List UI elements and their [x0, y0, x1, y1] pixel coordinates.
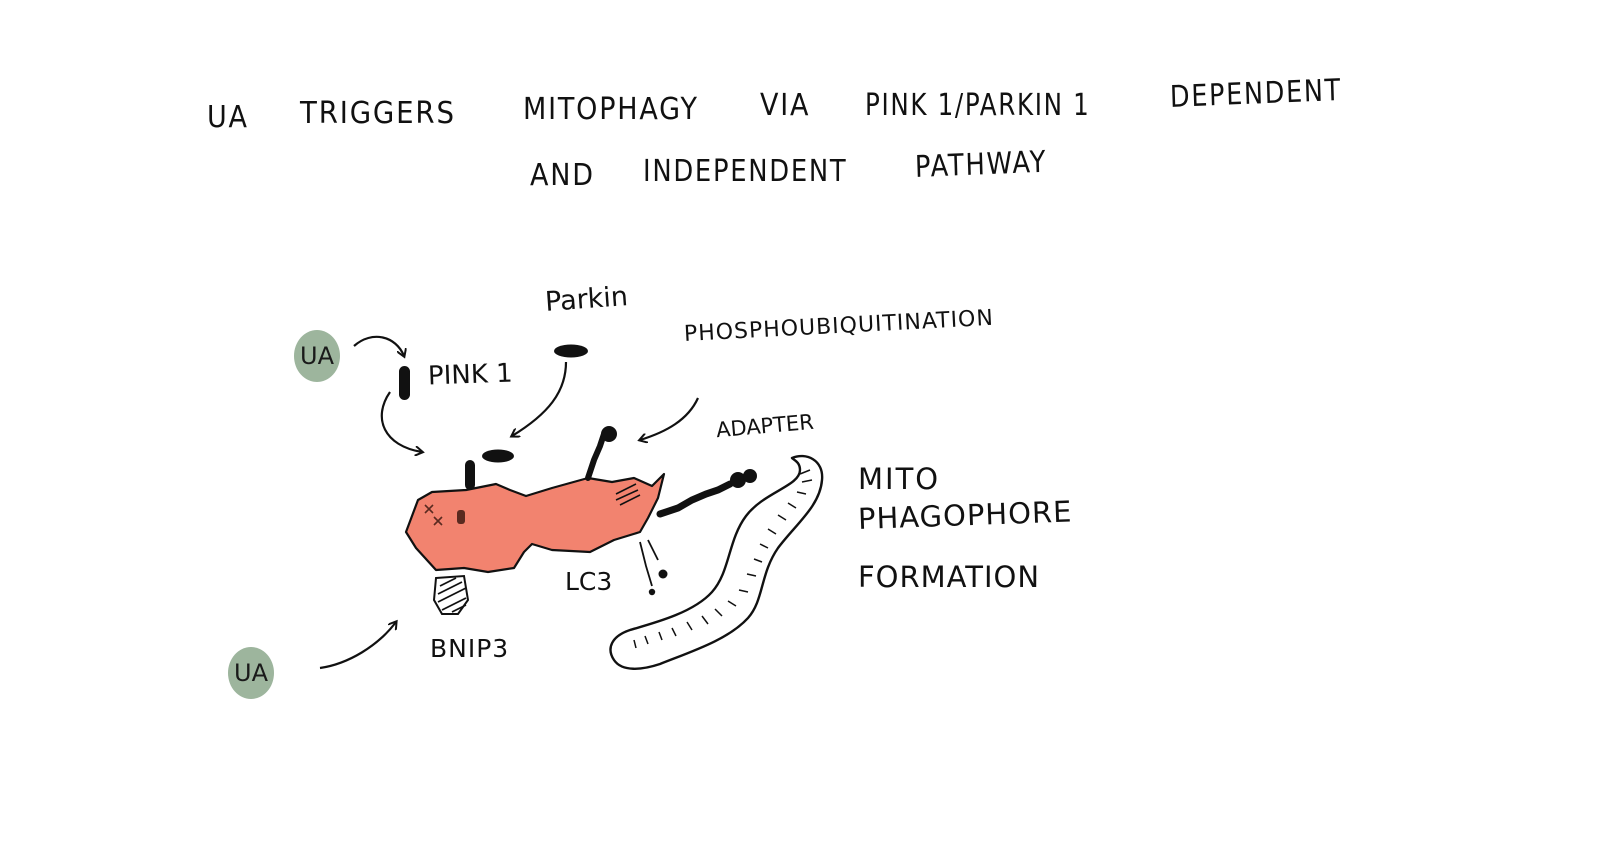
lc3-label: LC3 — [565, 567, 613, 596]
arrow-ua-to-pink1 — [353, 335, 404, 356]
adapter-node — [730, 472, 746, 488]
arrow-ua-to-bnip3 — [319, 622, 396, 670]
adapter-chain — [656, 480, 734, 518]
pink1-bound — [465, 460, 475, 490]
damaged-mitochondrion-icon — [404, 472, 666, 574]
membrane-hatch — [615, 483, 641, 506]
arrow-phospho-to-ub — [640, 397, 700, 440]
title-word: TRIGGERS — [300, 96, 456, 131]
mito-label: MITO — [858, 462, 941, 496]
title-word: UA — [207, 100, 249, 135]
arrow-pink1-to-mito — [380, 391, 422, 452]
ua-badge-bottom: UA — [228, 647, 274, 699]
arrow-parkin-to-mito — [512, 361, 568, 436]
lc3-dot — [648, 588, 656, 596]
adapter-node — [743, 469, 757, 483]
bnip3-label: BNIP3 — [430, 634, 510, 663]
ubiquitin-chain — [585, 431, 607, 481]
phagophore-membrane-icon — [609, 454, 824, 670]
title-word: PINK 1/PARKIN 1 — [865, 88, 1091, 123]
parkin-bound — [482, 449, 514, 463]
phagophore-hatch — [633, 469, 813, 649]
damage-mark — [424, 504, 443, 526]
ua-badge-top: UA — [294, 330, 340, 382]
parkin-molecule — [554, 344, 588, 358]
pink1-label: PINK 1 — [427, 358, 514, 392]
title-word: AND — [530, 158, 595, 193]
parkin-label: Parkin — [544, 281, 629, 318]
title-line-2: AND INDEPENDENT PATHWAY — [0, 145, 1600, 193]
bnip3-hatch — [437, 577, 467, 613]
title-word: MITOPHAGY — [523, 92, 699, 127]
lc3-marker — [639, 539, 659, 587]
title-line-1: UA TRIGGERS MITOPHAGY VIA PINK 1/PARKIN … — [0, 73, 1600, 135]
lc3-dot — [658, 569, 668, 579]
formation-label: FORMATION — [858, 560, 1041, 594]
pink1-molecule — [399, 366, 410, 400]
title-word: INDEPENDENT — [643, 154, 848, 189]
damage-mark — [457, 510, 465, 524]
title-word: VIA — [760, 88, 811, 123]
phospho-ubiquitin — [601, 426, 617, 442]
